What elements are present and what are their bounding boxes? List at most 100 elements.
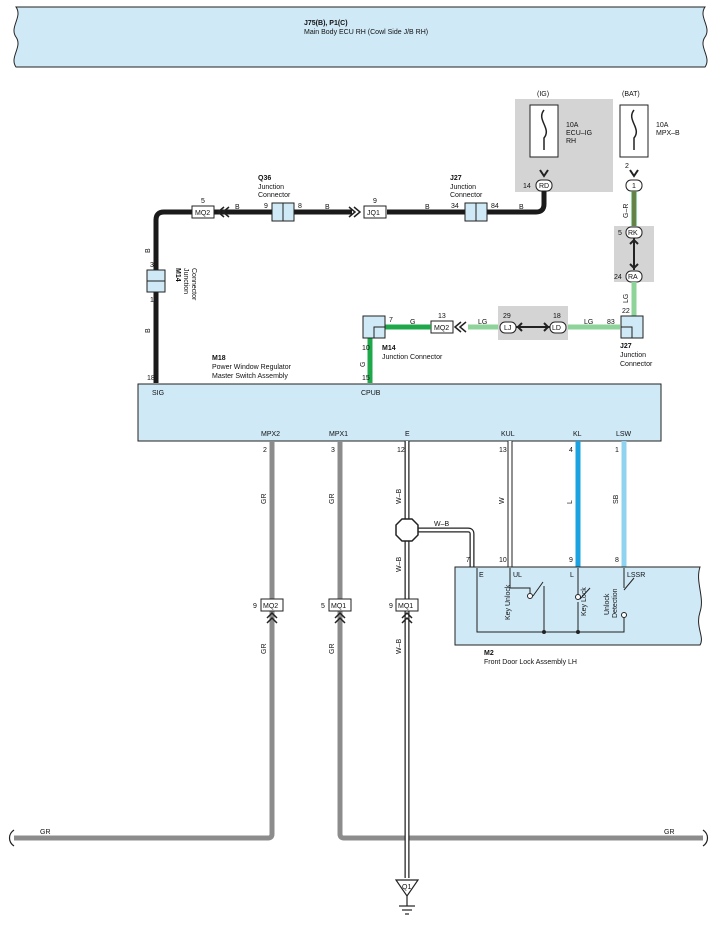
wire-label-b: B [425, 204, 430, 211]
m2-switch-label: Key Lock [581, 587, 588, 616]
j27-top-label: Junction [450, 184, 476, 191]
mq1-a-pin: 5 [321, 603, 325, 610]
m14-left-pin: 1 [150, 297, 154, 304]
ra-label: RA [628, 274, 638, 281]
m18-terminal: MPX2 [261, 431, 280, 438]
wire-label-b: B [519, 204, 524, 211]
wire-label-sb: SB [613, 494, 620, 504]
wire-label-gr: GR [261, 494, 268, 505]
m2-switch-label: Key Unlock [505, 584, 512, 620]
wire-label-gr: GR [261, 644, 268, 655]
m14-left-code: M14 [174, 268, 181, 282]
wire-label-w-b: W–B [434, 521, 450, 528]
m2-terminal: L [570, 572, 574, 579]
fuse-ig-name: ECU–IG [566, 130, 592, 137]
q36-label: Junction [258, 184, 284, 191]
m18-terminal: LSW [616, 431, 632, 438]
m18-pin: 18 [147, 375, 155, 382]
wire-label-b: B [325, 204, 330, 211]
mq2-low-pin: 9 [253, 603, 257, 610]
wire-label-g: G [360, 362, 367, 367]
m18-pin: 1 [615, 447, 619, 454]
j27-right-pin: 22 [622, 308, 630, 315]
splice-point [395, 518, 419, 542]
fuse-bat-rating: 10A [656, 122, 669, 129]
fuse-ig-pin: 14 [523, 183, 531, 190]
mq2-top-label: MQ2 [195, 210, 210, 217]
wire-label-g: G [410, 319, 415, 326]
wire-label-w-b: W–B [396, 489, 403, 505]
m18-label: Power Window Regulator [212, 364, 292, 371]
q36-pin: 8 [298, 203, 302, 210]
ecu-code: J75(B), P1(C) [304, 20, 348, 27]
m14-mid-pin: 10 [362, 345, 370, 352]
wire-label-w-b: W–B [396, 639, 403, 655]
wire-l: L [567, 441, 581, 567]
mq2-low-connector: MQ2 9 [253, 598, 284, 624]
m14-left-label: Junction [182, 268, 189, 294]
jq1-label: JQ1 [367, 210, 380, 217]
wire-label-gr: GR [329, 494, 336, 505]
m14-mid-pin: 7 [389, 317, 393, 324]
wire-label-b: B [145, 328, 152, 333]
m2-terminal: UL [513, 572, 522, 579]
m2-label: Front Door Lock Assembly LH [484, 659, 577, 666]
m14-mid-label: Junction Connector [382, 354, 443, 361]
ecu-banner: J75(B), P1(C) Main Body ECU RH (Cowl Sid… [13, 6, 708, 68]
mq2-mid-label: MQ2 [434, 325, 449, 332]
j27-right-label: Connector [620, 361, 653, 368]
wire-sb: SB [613, 441, 627, 567]
wire-label-w-b: W–B [396, 557, 403, 573]
wire-label-l: L [567, 500, 574, 504]
wire-g-r: G–R RK 5 RA 24 [614, 191, 654, 283]
q36-pin: 9 [264, 203, 268, 210]
j27-top-pin: 34 [451, 203, 459, 210]
ld-pin: 18 [553, 313, 561, 320]
wire-label-lg: LG [584, 319, 593, 326]
j27-top-pin: 84 [491, 203, 499, 210]
rk-pin: 5 [618, 230, 622, 237]
mq1-b-label: MQ1 [398, 603, 413, 610]
jq1-connector: JQ1 9 [348, 198, 387, 219]
m18-terminal: KUL [501, 431, 515, 438]
m18-pin: 2 [263, 447, 267, 454]
m18-terminal: KL [573, 431, 582, 438]
q36-code: Q36 [258, 175, 271, 182]
m14-mid-connector: 7 10 M14 Junction Connector [362, 315, 443, 361]
fuse-bat-pin: 2 [625, 163, 629, 170]
wire-g: G G [360, 319, 431, 383]
m18-terminal: SIG [152, 390, 164, 397]
m18-label: Master Switch Assembly [212, 373, 288, 380]
lj-label: LJ [504, 325, 511, 332]
wire-w: W [499, 441, 513, 567]
lj-pin: 29 [503, 313, 511, 320]
wire-label-lg: LG [478, 319, 487, 326]
m18-pin: 3 [331, 447, 335, 454]
m2-door-lock-assembly: 7 10 9 8 E UL L LSSR Key Unlock Key Lock… [454, 557, 702, 666]
fuse-bat-source: (BAT) [622, 91, 640, 98]
wire-label-gr: GR [40, 829, 51, 836]
m2-terminal: E [479, 572, 484, 579]
fuse-ig-icon [541, 109, 547, 150]
m18-terminal: CPUB [361, 390, 381, 397]
wire-label-g-r: G–R [623, 204, 630, 218]
j27-top-label: Connector [450, 192, 483, 199]
mq1-b-pin: 9 [389, 603, 393, 610]
m14-left-label: Connector [190, 268, 197, 301]
m18-terminal: MPX1 [329, 431, 348, 438]
m18-pin: 12 [397, 447, 405, 454]
wire-lg: LG LG LG LJ 29 LD 18 [468, 282, 637, 340]
mq1-a-connector: MQ1 5 [321, 598, 352, 624]
m2-switch-label: Unlock [604, 593, 611, 615]
m18-terminal: E [405, 431, 410, 438]
j27-right-code: J27 [620, 343, 632, 350]
m18-code: M18 [212, 355, 226, 362]
j27-top-code: J27 [450, 175, 462, 182]
wire-label-w: W [499, 497, 506, 504]
j27-right-label: Junction [620, 352, 646, 359]
wire-gr: GR GR GR GR GR GR [8, 441, 709, 847]
m18-pin: 4 [569, 447, 573, 454]
mq1-a-label: MQ1 [331, 603, 346, 610]
m14-mid-code: M14 [382, 345, 396, 352]
fuse-ig-source: (IG) [537, 91, 549, 98]
